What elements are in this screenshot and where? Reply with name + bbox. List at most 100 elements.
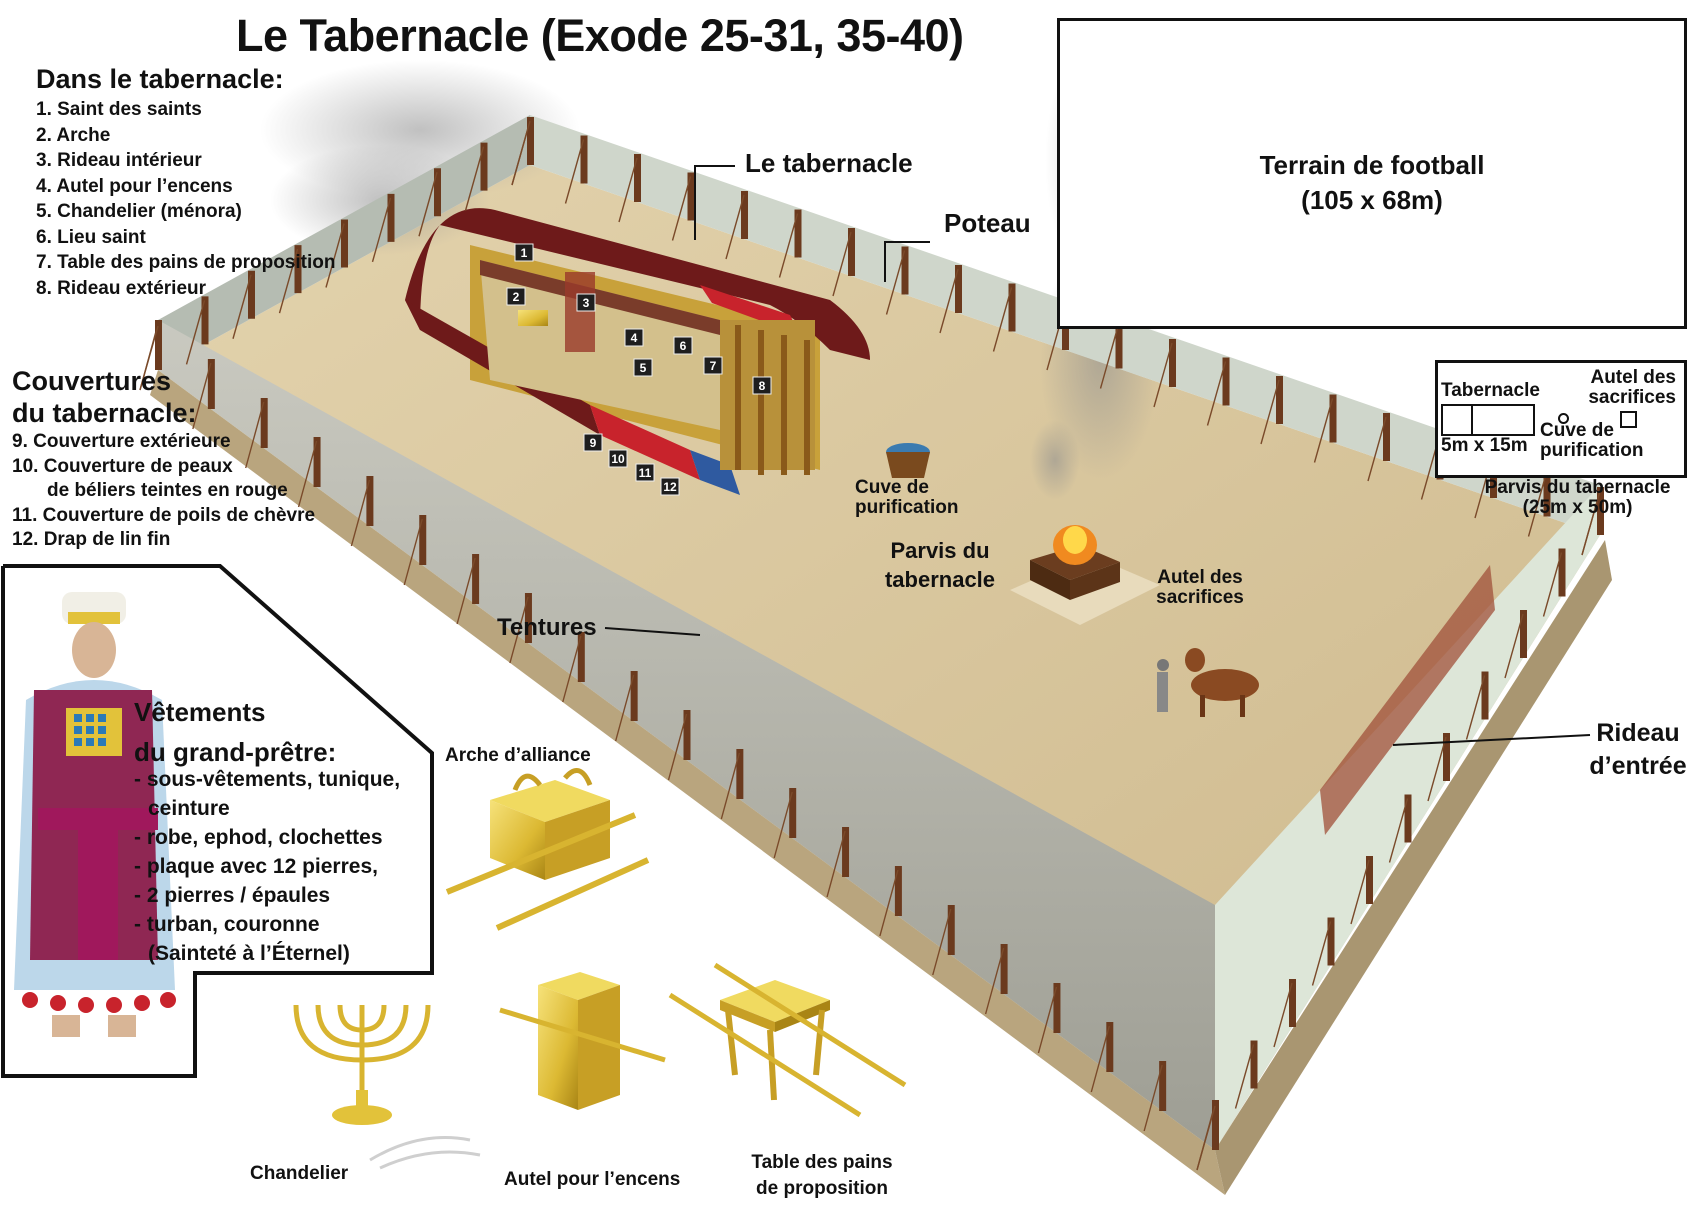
leader-lines <box>604 165 1591 746</box>
tent-rope <box>1427 736 1447 802</box>
tent-rope <box>1206 361 1227 426</box>
tent-rope <box>1196 1105 1216 1171</box>
court-post <box>1169 339 1176 387</box>
court-post <box>207 359 215 409</box>
court-post <box>1250 1040 1258 1089</box>
tent-rope <box>403 518 423 586</box>
marker-number: 6 <box>680 339 687 353</box>
tent-rope <box>992 287 1013 352</box>
court-post <box>1520 610 1527 658</box>
court-post <box>1543 468 1551 517</box>
tent-rope <box>826 830 846 898</box>
garments-panel-frame <box>1 564 434 1078</box>
court-post <box>741 191 748 239</box>
tent-rope <box>245 401 265 469</box>
tent-rope <box>325 223 345 288</box>
court-post <box>1597 487 1604 535</box>
tent-rope <box>773 791 793 859</box>
tent-rope <box>185 300 206 365</box>
coverings-heading-line: Couvertures <box>12 366 172 396</box>
label-table-line: Table des pains <box>751 1152 893 1173</box>
callout-laver: Cuve de purification <box>855 478 958 518</box>
tent-rope <box>456 557 476 625</box>
label-ark: Arche d’alliance <box>445 745 591 766</box>
court-post <box>201 296 209 345</box>
scale-tabernacle-divider <box>1471 406 1473 434</box>
callout-tabernacle: Le tabernacle <box>745 148 913 178</box>
court-post <box>901 246 909 295</box>
list-item: - robe, ephod, clochettes <box>134 826 383 849</box>
court-post <box>634 154 641 202</box>
callout-altar: Autel des sacrifices <box>1150 568 1250 608</box>
list-item: 9. Couverture extérieure <box>12 431 231 452</box>
marker-box <box>752 376 772 395</box>
tent-rope <box>371 197 392 263</box>
garments-heading-line: du grand-prêtre: <box>134 737 337 767</box>
tent-rope <box>618 157 638 223</box>
list-item: ceinture <box>148 797 230 820</box>
list-item: 2. Arche <box>36 124 111 146</box>
court-post <box>630 671 638 721</box>
tent-rope <box>1260 379 1280 445</box>
court-post <box>1159 1061 1167 1111</box>
court-post <box>313 437 321 487</box>
tent-rope <box>511 120 531 186</box>
tabernacle-tent <box>405 208 870 495</box>
list-item: - 2 pierres / épaules <box>134 884 331 907</box>
tent-rope <box>1090 1025 1110 1093</box>
tent-rope <box>1143 1064 1163 1132</box>
tent-rope <box>509 596 529 664</box>
list-item: - turban, couronne <box>134 913 320 936</box>
list-item: 12. Drap de lin fin <box>12 529 171 550</box>
court-post <box>248 270 255 319</box>
court-post <box>1115 320 1123 369</box>
tent-rope <box>564 139 585 204</box>
callout-court-line: tabernacle <box>884 567 996 592</box>
court-post <box>842 827 850 877</box>
garments-heading-line: Vêtements <box>134 697 266 727</box>
scale-basin-label: Cuve de purification <box>1540 421 1643 461</box>
high-priest-figure <box>14 592 176 1037</box>
court-post <box>1212 1102 1219 1150</box>
court-post <box>1000 944 1008 994</box>
coverings-list: 9. Couverture extérieure 10. Couverture … <box>12 430 315 553</box>
court-post <box>577 632 585 682</box>
football-field-box <box>1057 18 1687 329</box>
callout-court-line: Parvis du <box>890 538 990 563</box>
callout-court: Parvis du tabernacle <box>880 536 1000 594</box>
court-post <box>480 142 488 191</box>
marker-number: 9 <box>590 436 597 450</box>
court-post <box>1327 917 1335 966</box>
entrance-curtain <box>1320 565 1495 835</box>
court-post <box>1383 413 1390 461</box>
tent-rope <box>667 713 688 781</box>
callout-altar-line: Autel des <box>1157 567 1243 588</box>
scale-altar-line: sacrifices <box>1588 387 1676 408</box>
ark-of-covenant <box>445 768 650 931</box>
tent-rope <box>725 194 745 260</box>
tent-rope <box>464 146 485 211</box>
court-posts <box>139 117 1604 1171</box>
court-post <box>1329 394 1337 443</box>
list-item: 4. Autel pour l’encens <box>36 175 233 197</box>
tent-rope <box>1527 472 1548 537</box>
tent-rope <box>1273 982 1293 1048</box>
marker-number: 12 <box>663 480 677 494</box>
marker-box <box>514 243 534 262</box>
scale-basin-line: purification <box>1540 440 1644 461</box>
marker-number: 2 <box>513 290 520 304</box>
court-post <box>419 515 427 565</box>
list-item: 1. Saint des saints <box>36 99 202 120</box>
scale-court-line: (25m x 50m) <box>1522 497 1633 518</box>
marker-box <box>608 449 628 468</box>
court-post <box>947 905 955 955</box>
tent-rope <box>984 947 1005 1015</box>
callout-gate-line: Rideau <box>1596 719 1680 747</box>
marker-box <box>576 293 596 312</box>
marker-number: 7 <box>710 359 717 373</box>
court-post <box>1289 979 1296 1027</box>
tent-rope <box>1313 398 1334 463</box>
tent-rope <box>1311 921 1332 986</box>
tent-rope <box>278 248 299 314</box>
list-item: 3. Rideau intérieur <box>36 150 202 171</box>
